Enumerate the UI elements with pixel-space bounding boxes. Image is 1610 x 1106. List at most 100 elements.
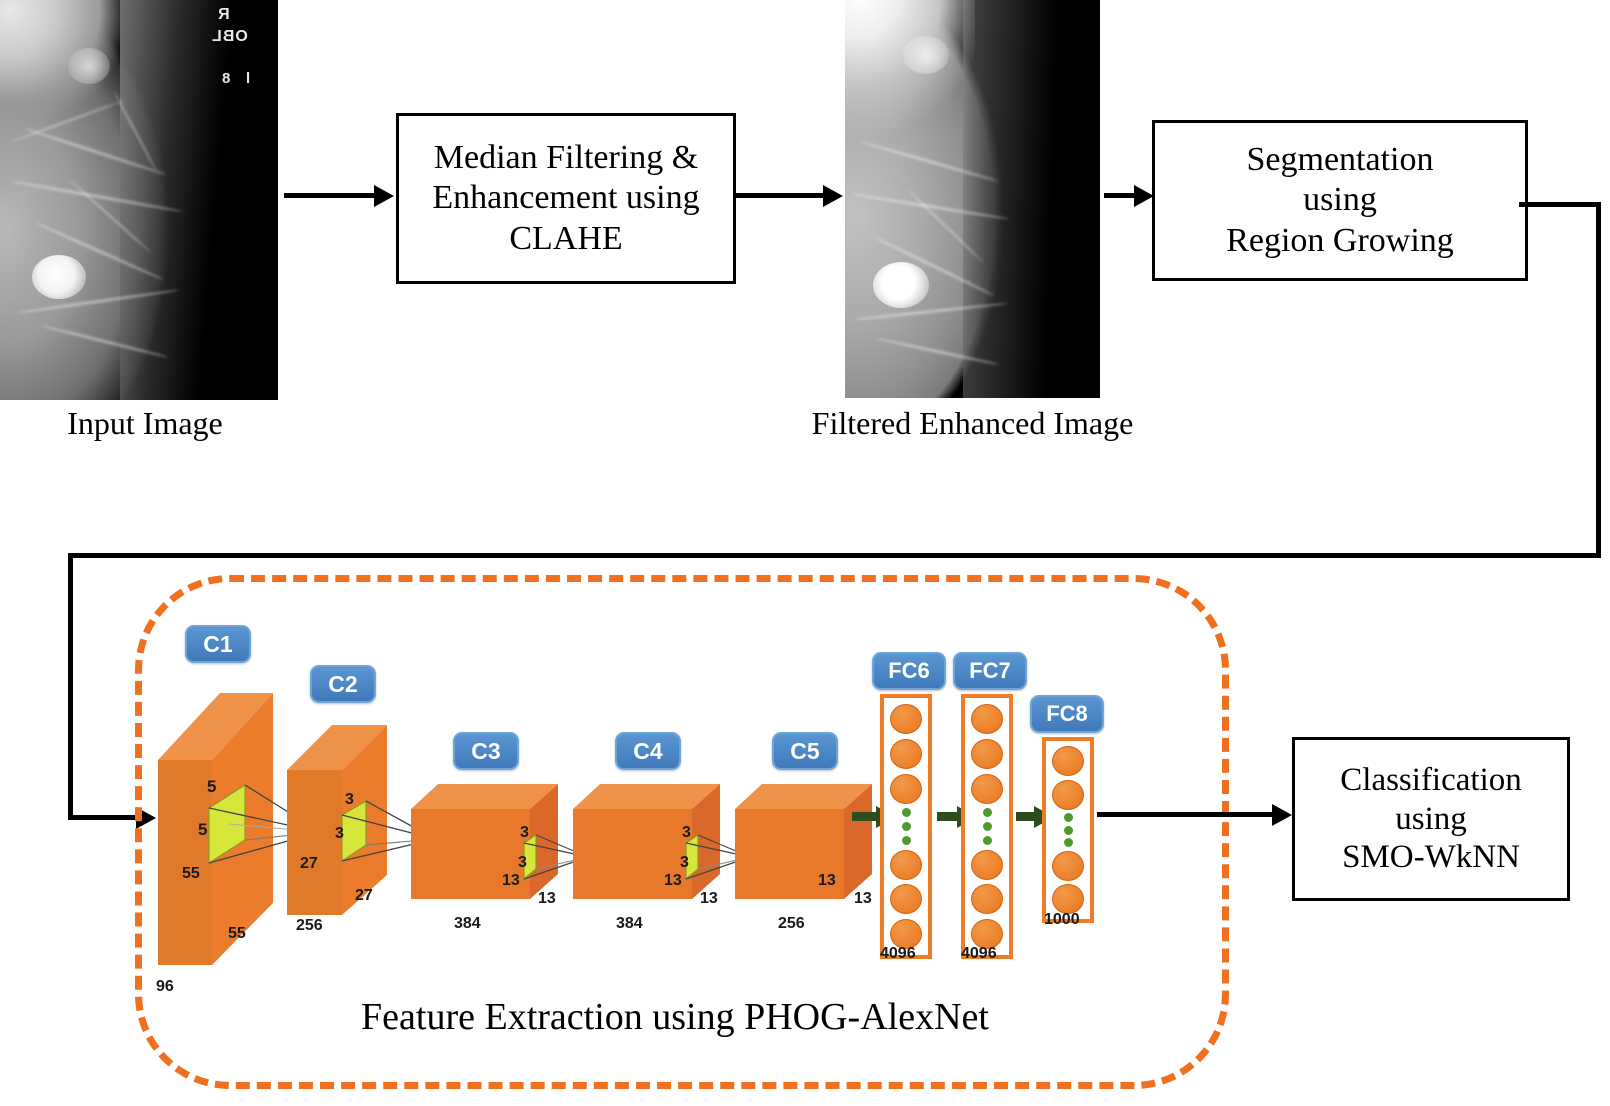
fc7-neuron [971, 704, 1003, 734]
fc8-ellipsis-dot [1063, 813, 1073, 822]
arrow-input-to-filter-line [284, 193, 376, 198]
c5-size-right: 13 [854, 890, 872, 907]
fc7-neuron [971, 849, 1003, 880]
c4-kernel-dim-top: 3 [682, 824, 691, 841]
layer-badge-c4: C4 [615, 732, 681, 770]
c1-size-bottom: 55 [228, 925, 246, 942]
fc6-ellipsis-dot [901, 835, 911, 845]
c2-size-right: 27 [355, 887, 373, 904]
process-box-classification[interactable]: Classification using SMO-WkNN [1292, 737, 1570, 901]
layer-badge-c1: C1 [185, 625, 251, 663]
fc6-neuron [890, 849, 922, 880]
arrow-filtered-to-segmentation-head [1134, 185, 1154, 207]
fc6-neuron [890, 704, 922, 734]
fc8-ellipsis-dot [1063, 825, 1073, 835]
arrow-alexnet-to-classification-head [1272, 804, 1292, 826]
filtered-mammogram-image [845, 0, 1100, 398]
image-marker-r: R [217, 6, 230, 23]
fc-layer-fc7[interactable]: FC7 4096 [953, 652, 1027, 962]
conv-layer-c1[interactable]: C1 5 5 55 55 96 [150, 625, 321, 995]
connector-seg-down2-segment [68, 553, 73, 818]
arrow-filter-to-filtered-line [733, 193, 825, 198]
c4-size-inner: 13 [664, 872, 682, 889]
fc-layer-fc8[interactable]: FC8 1000 [1030, 695, 1104, 945]
c3-depth: 384 [454, 915, 481, 932]
filtered-lesion-mass [873, 262, 929, 308]
process-box-segmentation[interactable]: Segmentation using Region Growing [1152, 120, 1528, 281]
fc7-column [961, 694, 1013, 959]
process-box-median-filtering[interactable]: Median Filtering & Enhancement using CLA… [396, 113, 736, 284]
c2-kernel-dim-side: 3 [335, 825, 344, 842]
fc7-units-label: 4096 [961, 945, 997, 962]
layer-badge-fc7: FC7 [953, 652, 1027, 690]
green-arrow-c5-fc6-tail [852, 812, 878, 821]
segmentation-text: Segmentation using Region Growing [1226, 141, 1454, 259]
filtered-nipple-bump [903, 36, 949, 74]
fc6-neuron [890, 884, 922, 915]
conv-layer-c4[interactable]: C4 3 3 13 13 384 [570, 732, 751, 932]
c1-size-left: 55 [182, 865, 200, 882]
arrow-filtered-to-segmentation-line [1104, 193, 1146, 198]
layer-badge-fc6: FC6 [872, 652, 946, 690]
connector-alexnet-entry-line [68, 815, 140, 820]
c4-kernel-dim-side: 3 [680, 854, 689, 871]
layer-badge-c3: C3 [453, 732, 519, 770]
arrow-filter-to-filtered-head [823, 185, 843, 207]
layer-badge-c2-label: C2 [328, 670, 358, 697]
input-mammogram-image: R OBL 8 l [0, 0, 278, 400]
conv-layer-c2[interactable]: C2 3 3 27 27 256 [282, 665, 436, 940]
c5-size-inner: 13 [818, 872, 836, 889]
classification-text: Classification using SMO-WkNN [1340, 761, 1522, 876]
c1-kernel-dim-side: 5 [198, 820, 208, 839]
c2-size-left: 27 [300, 855, 318, 872]
connector-seg-right-segment [1519, 202, 1601, 207]
fc7-neuron [971, 884, 1003, 915]
green-arrow-fc7-fc8-tail [1016, 812, 1036, 821]
c3-block-shape [411, 784, 558, 899]
c2-kernel-dim-top: 3 [345, 791, 354, 808]
fc8-neuron [1052, 850, 1084, 881]
layer-badge-c5-label: C5 [790, 737, 820, 764]
fc-layer-fc6[interactable]: FC6 4096 [872, 652, 946, 962]
c5-depth: 256 [778, 915, 805, 932]
image-marker-obl: OBL [211, 28, 248, 45]
fc6-units-label: 4096 [880, 945, 916, 962]
fc8-units-label: 1000 [1044, 911, 1080, 928]
connector-seg-left-segment [68, 553, 1601, 558]
conv-layer-c3[interactable]: C3 3 3 13 13 384 [408, 732, 589, 932]
fc8-neuron [1052, 779, 1084, 810]
c3-size-inner: 13 [502, 872, 520, 889]
filtered-image-caption: Filtered Enhanced Image [811, 405, 1134, 441]
fc8-ellipsis-dot [1063, 838, 1073, 847]
image-marker-l: l [244, 70, 250, 87]
layer-badge-fc8: FC8 [1030, 695, 1104, 733]
fc7-ellipsis-dot [982, 808, 992, 818]
fc7-neuron [971, 919, 1003, 949]
fc6-column [880, 694, 932, 959]
layer-badge-c3-label: C3 [471, 737, 501, 764]
fc6-neuron [890, 919, 922, 949]
layer-badge-fc6-label: FC6 [888, 658, 930, 683]
fc6-ellipsis-dot [901, 822, 911, 831]
fc7-neuron [971, 738, 1003, 769]
c2-depth: 256 [296, 917, 323, 934]
green-arrow-fc6-fc7-tail [937, 812, 959, 821]
fc8-column [1042, 737, 1094, 923]
connector-seg-down-segment [1596, 202, 1601, 558]
input-image-caption: Input Image [67, 405, 223, 441]
layer-badge-c2: C2 [310, 665, 376, 703]
c5-block-shape [735, 784, 872, 899]
fc6-neuron [890, 738, 922, 769]
alexnet-container-label: Feature Extraction using PHOG-AlexNet [361, 996, 989, 1038]
c3-size-right: 13 [538, 890, 556, 907]
fc7-neuron [971, 773, 1003, 804]
arrow-alexnet-to-classification-line [1097, 812, 1280, 817]
fc8-neuron [1052, 746, 1084, 776]
skin-edge [120, 0, 230, 400]
nipple-bump [68, 48, 110, 84]
fc6-ellipsis-dot [901, 808, 911, 818]
c3-kernel-dim-top: 3 [520, 824, 529, 841]
c1-depth: 96 [156, 978, 174, 995]
layer-badge-c4-label: C4 [633, 737, 663, 764]
layer-badge-fc7-label: FC7 [969, 658, 1011, 683]
